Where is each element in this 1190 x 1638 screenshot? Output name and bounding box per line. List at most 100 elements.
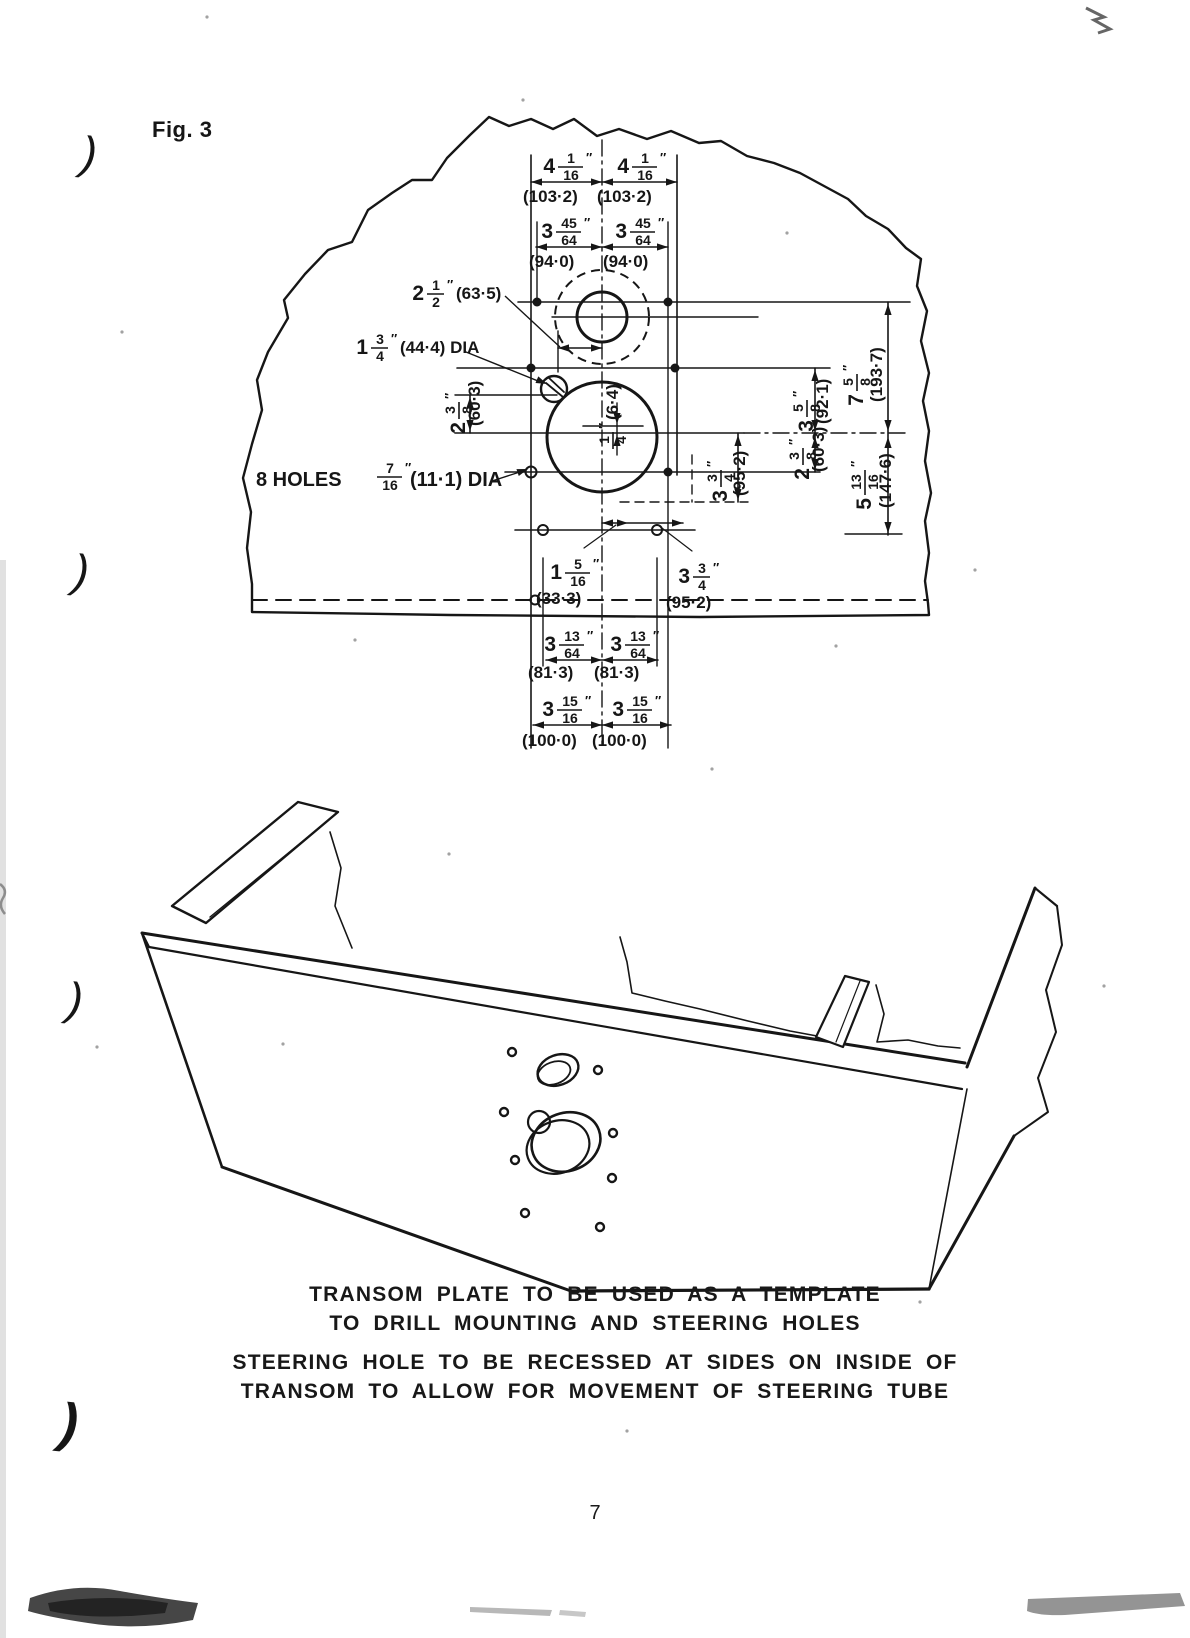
- dim-text: 2: [447, 422, 470, 434]
- dim-text: ″: [442, 393, 457, 399]
- dim-text: 3: [704, 474, 720, 482]
- dim-text: (81·3): [594, 663, 639, 682]
- dim-text: 5: [790, 404, 806, 412]
- dim-text: 13: [564, 628, 580, 644]
- dim-text: 64: [630, 645, 646, 661]
- mounting-hole-iso: [519, 1207, 531, 1219]
- dim-text: 3: [544, 633, 556, 656]
- dim-text: ″: [585, 693, 591, 708]
- caption-line-4: TRANSOM TO ALLOW FOR MOVEMENT OF STEERIN…: [240, 1380, 950, 1403]
- dim-text: ″: [584, 215, 590, 230]
- dim-text: (95·2): [666, 593, 711, 612]
- dim-text: 1: [567, 150, 575, 166]
- dim-text: ″: [713, 560, 719, 575]
- dim-text: 3: [610, 633, 622, 656]
- mounting-hole: [663, 297, 673, 307]
- page-number: 7: [589, 1502, 601, 1524]
- dim-text: (147·6): [876, 453, 895, 508]
- dim-text: 8: [857, 378, 873, 386]
- dim-text: 3: [541, 220, 553, 243]
- dim-text: 16: [562, 710, 578, 726]
- dim-text: (94·0): [529, 252, 574, 271]
- dim-text: 3: [612, 698, 624, 721]
- dim-text: 5: [853, 498, 876, 510]
- dim-text: 16: [865, 474, 881, 490]
- margin-pen-marks: )))): [52, 126, 100, 1454]
- dim-text: 4: [698, 577, 706, 593]
- dim-text: ″: [840, 365, 855, 371]
- dim-text: (11·1) DIA: [410, 469, 502, 491]
- dim-text: 5: [840, 378, 856, 386]
- caption-line-2: TO DRILL MOUNTING AND STEERING HOLES: [329, 1312, 861, 1335]
- dim-text: 1: [356, 336, 368, 359]
- dim-text: ″: [391, 331, 397, 346]
- mounting-hole-iso: [498, 1106, 510, 1118]
- dim-text: ″: [653, 628, 659, 643]
- dim-text: ″: [660, 150, 666, 165]
- dim-text: 3: [709, 490, 732, 502]
- dim-text: 16: [570, 573, 586, 589]
- dim-text: 15: [632, 693, 648, 709]
- mounting-hole: [651, 524, 663, 536]
- dim-text: (60·3): [809, 427, 828, 472]
- dim-text: 13: [848, 474, 864, 490]
- pen-mark: ): [66, 544, 92, 598]
- dimension-label: 716″: [377, 460, 411, 493]
- dim-text: (33·3): [536, 589, 581, 608]
- dim-text: 2: [432, 294, 440, 310]
- dim-text: 5: [574, 556, 582, 572]
- dim-text: 1: [641, 150, 649, 166]
- dim-text: 64: [561, 232, 577, 248]
- dim-text: ″: [655, 693, 661, 708]
- dim-text: 4: [617, 155, 629, 178]
- dim-text: 1: [432, 277, 440, 293]
- steering-hole: [539, 374, 569, 404]
- steering-hole-iso: [530, 1110, 602, 1174]
- mounting-hole: [524, 465, 538, 479]
- scan-artifacts: [0, 6, 1185, 1638]
- mounting-hole: [532, 297, 542, 307]
- dim-text: 4: [721, 474, 737, 482]
- dim-text: 3: [542, 698, 554, 721]
- dim-text: ″: [405, 460, 411, 475]
- dim-text: 8: [459, 406, 475, 414]
- dim-text: 3: [678, 565, 690, 588]
- dim-text: 2: [412, 282, 424, 305]
- dim-text: 8 HOLES: [256, 469, 342, 491]
- dim-text: 2: [791, 468, 814, 480]
- mounting-hole-iso: [607, 1127, 619, 1139]
- dim-text: (95·2): [730, 451, 749, 496]
- mounting-hole-iso: [509, 1154, 521, 1166]
- dim-text: ″: [596, 423, 611, 429]
- mounting-hole-iso: [592, 1064, 604, 1076]
- dim-text: 4: [613, 436, 629, 444]
- steering-hole: [575, 290, 629, 344]
- dim-text: (60·3): [465, 381, 484, 426]
- dim-text: 16: [632, 710, 648, 726]
- dim-text: ″: [848, 461, 863, 467]
- dim-text: (63·5): [456, 284, 501, 303]
- dim-text: 3: [698, 560, 706, 576]
- mounting-hole-iso: [606, 1172, 618, 1184]
- dim-text: (100·0): [592, 731, 647, 750]
- figure-label: Fig. 3: [152, 117, 213, 142]
- dim-text: 1: [596, 436, 612, 444]
- dim-text: 64: [564, 645, 580, 661]
- dim-text: (100·0): [522, 731, 577, 750]
